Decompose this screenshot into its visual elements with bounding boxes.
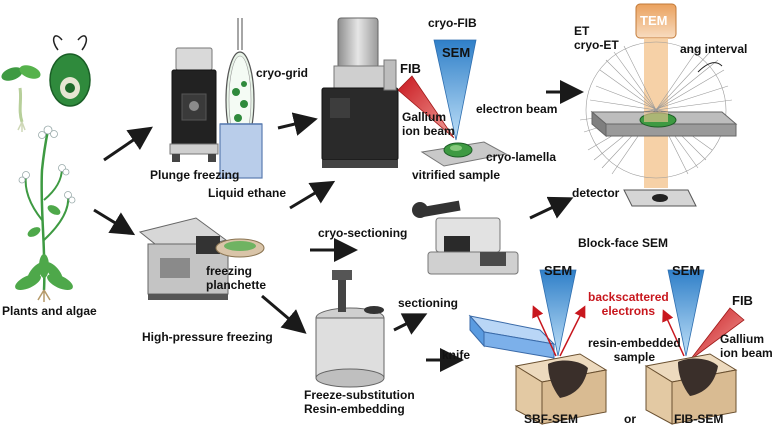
liquid-ethane-container — [219, 123, 263, 179]
fib-sem-label: FIB-SEM — [674, 412, 724, 426]
sbf-sem-label: SBF-SEM — [524, 412, 578, 426]
detector-label: detector — [572, 186, 620, 200]
freezing-planchette — [215, 238, 265, 258]
sbf-sem-setup — [514, 269, 608, 425]
knife-label: knife — [442, 348, 471, 362]
resin-embedded-sample-label: resin-embedded sample — [588, 336, 681, 364]
sem-label-cryo-fib: SEM — [442, 45, 471, 60]
gallium-ion-beam-label-right: Gallium ion beam — [720, 332, 773, 360]
electron-beam-label: electron beam — [476, 102, 558, 116]
arrow-plants-to-plunge — [103, 126, 153, 162]
vitrified-sample-stage — [420, 141, 508, 167]
et-cryo-et-label: ET cryo-ET — [574, 24, 619, 52]
freeze-substitution-unit — [315, 270, 385, 388]
or-label: or — [624, 412, 636, 426]
plunge-freezer-machine — [169, 47, 219, 162]
tem-label: TEM — [640, 13, 668, 28]
liquid-ethane-label: Liquid ethane — [208, 186, 286, 200]
cryo-fib-microscope — [321, 17, 399, 168]
high-pressure-freezer-machine — [138, 217, 229, 300]
arrow-fs-to-sectioning — [393, 313, 428, 335]
arrow-cryosection-to-tem — [529, 196, 574, 220]
seedling-illustration — [1, 65, 41, 132]
cryo-fib-label: cryo-FIB — [428, 16, 477, 30]
cryo-sectioning-label: cryo-sectioning — [318, 226, 408, 240]
ang-interval-label: ang interval — [680, 42, 748, 56]
tem-grid-slab — [590, 110, 738, 138]
fib-beam-cone-cryo-fib — [397, 75, 455, 139]
detector-plate — [623, 189, 697, 207]
fib-sem-setup — [644, 269, 745, 425]
backscattered-electrons-label: backscattered electrons — [588, 290, 669, 318]
plunge-freezing-label: Plunge freezing — [150, 168, 240, 182]
sectioning-label: sectioning — [398, 296, 459, 310]
ang-interval-indicator — [697, 62, 723, 73]
fib-label-right: FIB — [732, 293, 753, 308]
chlamydomonas-algae-illustration — [49, 35, 91, 107]
cryo-lamella-label: cryo-lamella — [486, 150, 557, 164]
cryo-grid-label: cryo-grid — [256, 66, 309, 80]
arrow-plants-to-hpf — [93, 208, 136, 236]
workflow-arrows — [93, 80, 584, 372]
freezing-planchette-label: freezing planchette — [206, 264, 267, 292]
arrow-hpf-to-fs — [261, 294, 307, 334]
gallium-ion-beam-label: Gallium ion beam — [402, 110, 455, 138]
plants-algae-label: Plants and algae — [2, 304, 97, 318]
fib-label: FIB — [400, 61, 421, 76]
cryo-ultramicrotome — [412, 200, 519, 275]
freeze-substitution-label: Freeze-substitution Resin-embedding — [304, 388, 415, 416]
knife-illustration — [468, 314, 556, 359]
high-pressure-freezing-label: High-pressure freezing — [142, 330, 273, 344]
arrow-hpf-to-fib — [289, 180, 336, 210]
arabidopsis-plant-illustration — [15, 125, 76, 302]
arrow-plunge-to-fib — [277, 112, 318, 136]
block-face-sem-label: Block-face SEM — [578, 236, 669, 250]
sem-label-fib-sem: SEM — [672, 263, 701, 278]
vitrified-sample-label: vitrified sample — [412, 168, 501, 182]
sem-label-sbf: SEM — [544, 263, 573, 278]
sem-beam-cone-cryo-fib — [433, 39, 477, 141]
